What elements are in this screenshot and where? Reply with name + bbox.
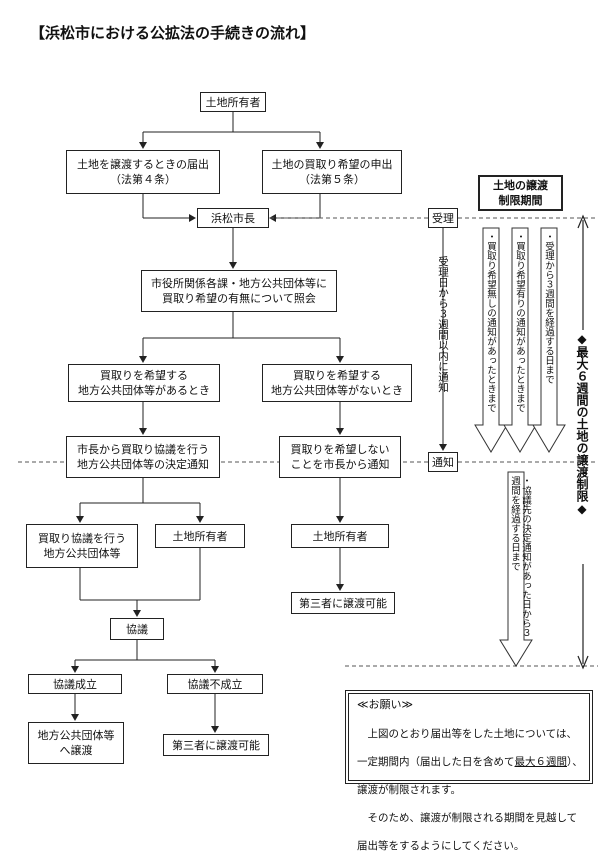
inquiry-box: 市役所関係各課・地方公共団体等に 買取り希望の有無について照会 [141,270,337,312]
arrow1-text: ・買取り希望無しの通知があったときまで [485,232,496,413]
note-line4: そのため、譲渡が制限される期間を見越して [357,812,578,824]
negotiation-box: 協議 [110,618,164,640]
notified-label: 通知 [428,452,458,472]
note-heading: ≪お願い≫ [357,698,414,711]
request-note: ≪お願い≫ 上図のとおり届出等をした土地については、 一定期間内（届出した日を含… [345,690,593,852]
transfer-notice-box: 土地を譲渡するときの届出 （法第４条） [66,150,220,194]
arrow3-text: ・受理から３週間を経過する日まで [543,232,554,384]
wish-yes-box: 買取りを希望する 地方公共団体等があるとき [68,364,220,402]
note-line2b: 最大６週間 [514,756,568,768]
arrow4-text: ・協議先の決定通知があった日から３週間を経過する日まで [509,476,531,638]
wish-no-box: 買取りを希望する 地方公共団体等がないとき [262,364,412,402]
transfer-public-box: 地方公共団体等 へ譲渡 [28,722,124,764]
negotiating-body-box: 買取り協議を行う 地方公共団体等 [26,524,138,568]
page-title: 【浜松市における公拡法の手続きの流れ】 [30,24,316,42]
within-3-weeks-text: 受理日から３週間以内に通知 [437,256,449,393]
restriction-title-box: 土地の譲渡 制限期間 [478,175,563,211]
decision-notice-box: 市長から買取り協議を行う 地方公共団体等の決定通知 [66,436,220,478]
owner-right-box: 土地所有者 [291,524,389,548]
received-label: 受理 [428,208,458,228]
third-party-right-box: 第三者に譲渡可能 [291,592,395,614]
no-wish-notice-box: 買取りを希望しない ことを市長から通知 [279,436,401,478]
owner-top-box: 土地所有者 [200,92,266,112]
note-body: 上図のとおり届出等をした土地については、 一定期間内（届出した日を含めて最大６週… [357,713,587,867]
third-party-bottom-box: 第三者に譲渡可能 [163,734,269,756]
note-line2c: ）、 [567,756,583,768]
owner-mid-box: 土地所有者 [155,524,245,548]
note-line2: 一定期間内（届出した日を含めて最大６週間）、 [357,755,587,769]
no-agreement-box: 協議不成立 [167,674,263,694]
mayor-box: 浜松市長 [197,208,269,228]
note-line1: 上図のとおり届出等をした土地については、 [357,728,577,740]
agreement-box: 協議成立 [28,674,122,694]
note-frame [345,690,593,784]
note-line5: 届出等をするようにしてください。 [357,840,525,852]
flow-connectors [18,112,598,733]
max-6-weeks-label: ◆最大６週間の土地の譲渡制限◆ [575,330,589,564]
arrow2-text: ・買取り希望有りの通知があったときまで [514,232,525,413]
note-line2a: 一定期間内（届出した日を含めて [357,756,515,768]
purchase-request-box: 土地の買取り希望の申出 （法第５条） [262,150,402,194]
note-line3: 譲渡が制限されます。 [357,784,461,796]
